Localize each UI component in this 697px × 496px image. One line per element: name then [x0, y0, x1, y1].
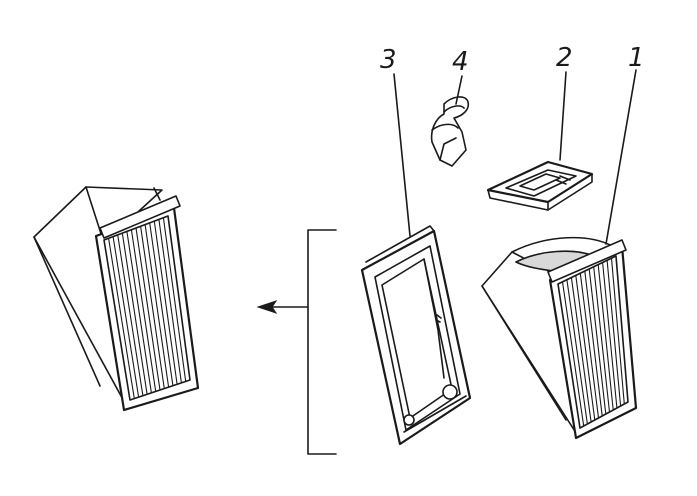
pleat-line: [610, 258, 625, 405]
pleat-line: [597, 264, 614, 411]
pleat-line: [135, 227, 161, 391]
callout-label-4: 4: [452, 47, 469, 77]
part-3-frame: [360, 225, 472, 446]
callout-label-2: 2: [556, 43, 573, 73]
leader-lines: [393, 69, 637, 245]
pleat-line: [584, 271, 603, 417]
pleat-line: [153, 221, 178, 385]
callout-label-3: 3: [380, 45, 397, 75]
pleat-line: [117, 234, 144, 396]
pleat-line: [570, 277, 592, 423]
assembly-arrow: [256, 229, 337, 455]
part-2-plate: [486, 160, 594, 211]
pleat-line: [158, 219, 182, 383]
pleat-line: [144, 224, 170, 388]
pleat-line: [602, 262, 618, 409]
assembled-pleats: [108, 217, 187, 399]
filter-pleats: [561, 258, 625, 427]
pleat-line: [121, 233, 148, 395]
leader-2: [559, 71, 567, 161]
pleat-line: [140, 226, 165, 389]
leader-1: [605, 69, 637, 245]
pleat-line: [126, 231, 152, 393]
assembled-filter: [33, 186, 200, 412]
callout-label-1: 1: [628, 43, 645, 73]
pleat-line: [162, 217, 187, 382]
pleat-line: [149, 222, 174, 386]
pleat-line: [588, 268, 607, 415]
pleat-line: [561, 281, 585, 427]
pleat-line: [575, 275, 596, 421]
pleat-line: [112, 236, 140, 398]
pleat-line: [606, 260, 622, 407]
part-4-clip: [430, 96, 470, 167]
pleat-line: [130, 229, 157, 392]
leader-4: [455, 75, 463, 105]
pleat-line: [593, 266, 611, 413]
pleat-line: [566, 279, 588, 425]
leader-3: [393, 73, 411, 237]
arrow-left-icon: [256, 300, 278, 314]
pleat-line: [579, 273, 600, 419]
pleat-line: [108, 238, 135, 399]
part-1-filter: [481, 236, 638, 440]
